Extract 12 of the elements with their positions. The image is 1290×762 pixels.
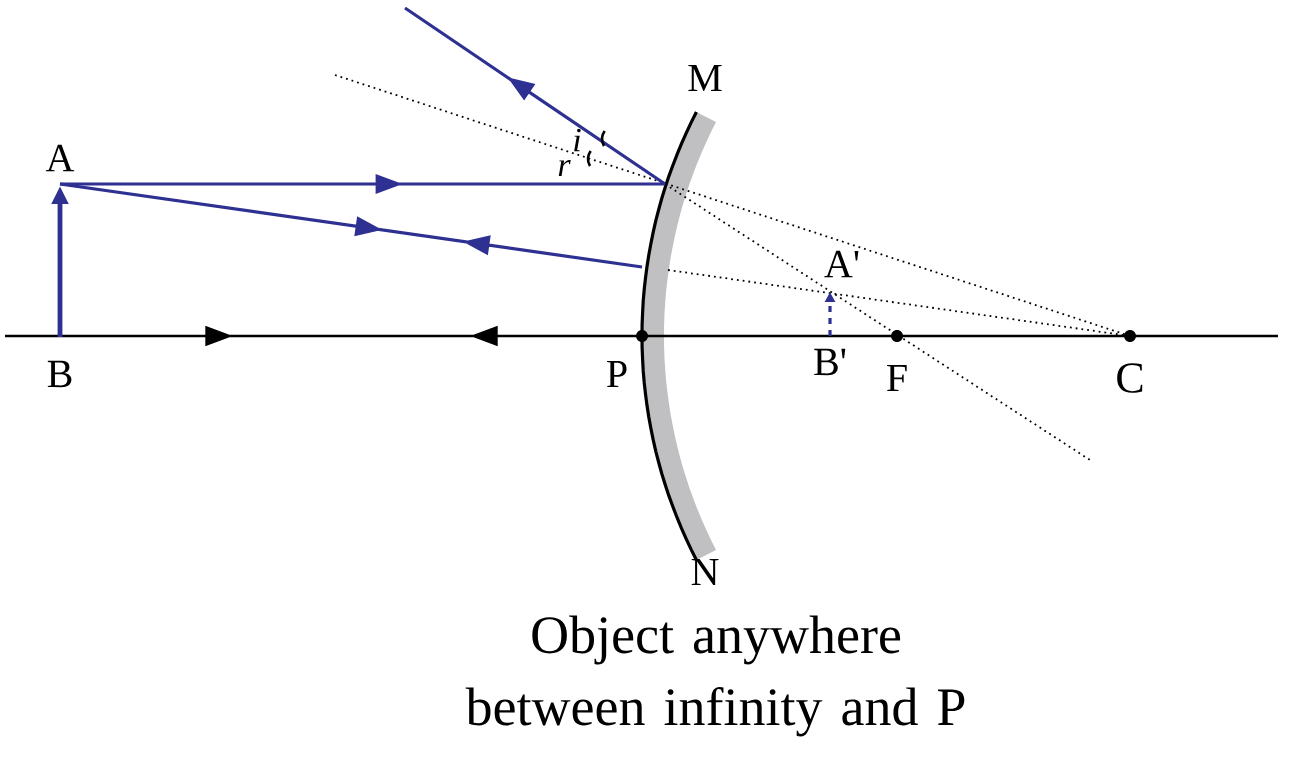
point-label: A (45, 144, 75, 172)
point-label: i (574, 128, 581, 152)
point-label: B' (814, 348, 846, 376)
point-label: C (1117, 363, 1143, 393)
point-label: N (691, 558, 719, 586)
point-label: F (887, 364, 907, 392)
point-label: r (558, 160, 571, 176)
point-label: P (607, 360, 627, 388)
point-label: A' (824, 250, 859, 278)
caption: Object anywhere between infinity and P (465, 615, 965, 737)
point-label: M (688, 64, 722, 92)
point-label: B (47, 360, 72, 388)
